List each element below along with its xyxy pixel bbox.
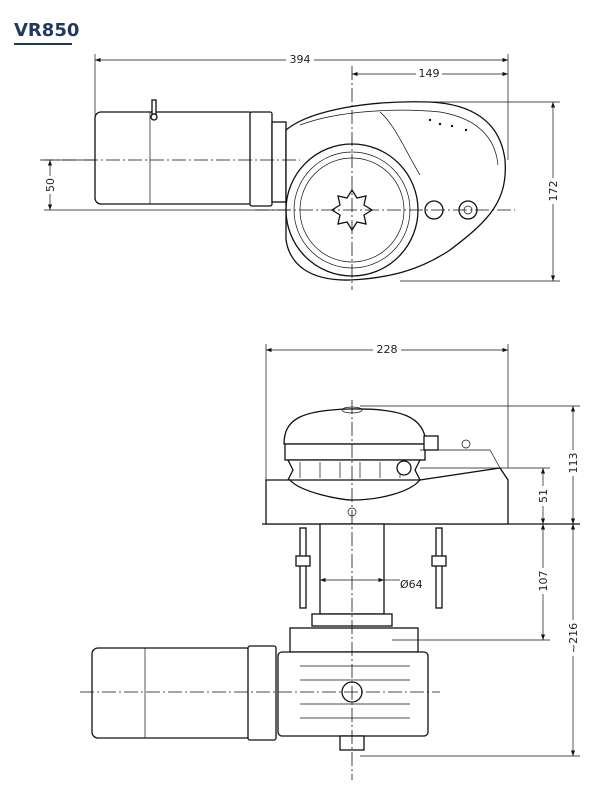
- model-title: VR850: [14, 20, 80, 41]
- dim-axis-offset: 50: [44, 178, 57, 192]
- dim-depth: 172: [547, 181, 560, 202]
- side-view: 228 113 51 107 ~216 Ø64: [80, 342, 580, 780]
- motor-body-top: [94, 111, 256, 205]
- dim-overall-length: 394: [290, 53, 311, 66]
- motor-flange-side: [247, 645, 277, 741]
- dim-below-deck-gearbox: 107: [537, 571, 550, 592]
- motor-flange-top: [249, 111, 273, 207]
- dim-chain-height: 51: [537, 489, 550, 503]
- gear-housing-top: [271, 121, 287, 203]
- stud-left: [299, 527, 307, 609]
- gypsy-band-upper: [284, 443, 426, 461]
- dim-above-deck: 113: [567, 453, 580, 474]
- motor-body-side: [91, 647, 253, 739]
- base-housing: [265, 467, 509, 525]
- top-view: 394 149 50 172: [40, 52, 560, 290]
- top-cap: [283, 408, 427, 445]
- dim-shaft-to-end: 149: [419, 67, 440, 80]
- stud-right: [435, 527, 443, 609]
- dim-width: 228: [377, 343, 398, 356]
- dim-below-deck-total: ~216: [567, 623, 580, 653]
- title-underline: [14, 43, 72, 45]
- control-block: [423, 435, 439, 451]
- dim-tube-diameter: Ø64: [400, 578, 423, 591]
